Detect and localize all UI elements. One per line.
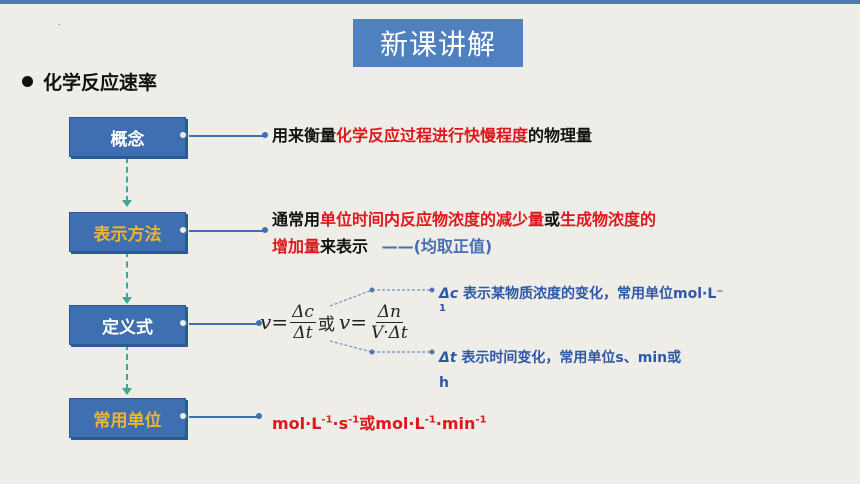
concept-text: 用来衡量化学反应过程进行快慢程度的物理量 bbox=[272, 124, 592, 148]
unit-2-exp-1: -1 bbox=[424, 414, 436, 426]
note-delta-c: Δc 表示某物质浓度的变化，常用单位mol·L⁻ bbox=[439, 283, 809, 305]
connector-dot-icon bbox=[262, 132, 268, 138]
note-dot-icon bbox=[369, 287, 375, 293]
connector-dot-icon bbox=[256, 413, 262, 419]
connector-ring-icon bbox=[179, 131, 187, 139]
unit-2-base: mol·L bbox=[375, 414, 425, 433]
connector-line bbox=[189, 135, 265, 137]
rate-formula: v = Δc Δt 或 v = Δn V·Δt bbox=[260, 295, 428, 349]
note-delta-t-cont: h bbox=[439, 375, 449, 391]
fraction-1-numerator: Δc bbox=[290, 301, 316, 323]
fraction-2-numerator: Δn bbox=[375, 301, 403, 323]
note-dot-icon bbox=[429, 349, 435, 355]
unit-2-exp-2: -1 bbox=[475, 414, 487, 426]
unit-1-exp-2: -1 bbox=[348, 414, 360, 426]
concept-label: 概念 bbox=[110, 129, 145, 150]
connector-ring-icon bbox=[179, 319, 187, 327]
connector-line bbox=[189, 323, 259, 325]
concept-text-a: 用来衡量 bbox=[272, 126, 337, 145]
connector-line bbox=[189, 230, 265, 232]
representation-box: 表示方法 bbox=[69, 212, 186, 252]
note-dot-icon bbox=[429, 287, 435, 293]
fraction-1-denominator: Δt bbox=[293, 322, 313, 343]
units-label: 常用单位 bbox=[93, 410, 162, 431]
fraction-1: Δc Δt bbox=[290, 302, 316, 343]
flow-connector bbox=[126, 344, 128, 390]
units-box: 常用单位 bbox=[69, 398, 186, 438]
rep-text-a: 通常用 bbox=[272, 210, 321, 229]
connector-ring-icon bbox=[179, 226, 187, 234]
arrow-down-icon bbox=[122, 388, 132, 395]
flow-connector bbox=[126, 157, 128, 202]
rep-text-emphasis-2: 生成物浓度的 bbox=[560, 210, 657, 229]
representation-line-2: 增加量来表示 ——(均取正值) bbox=[272, 235, 492, 259]
formula-or: 或 bbox=[317, 314, 335, 335]
note-connector-line bbox=[329, 289, 373, 307]
formula-v-2: v bbox=[338, 310, 351, 334]
formula-equals-2: = bbox=[350, 310, 367, 334]
fraction-2-denominator: V·Δt bbox=[370, 322, 408, 343]
rep-text-or: 或 bbox=[544, 210, 561, 229]
arrow-down-icon bbox=[122, 297, 132, 304]
note-delta-c-text: 表示某物质浓度的变化，常用单位mol·L⁻ bbox=[458, 286, 724, 302]
connector-ring-icon bbox=[179, 412, 187, 420]
rep-text-emphasis-3: 增加量 bbox=[272, 237, 321, 256]
representation-label: 表示方法 bbox=[93, 224, 162, 245]
bullet-icon bbox=[22, 76, 33, 87]
arrow-down-icon bbox=[122, 200, 132, 207]
fraction-2: Δn V·Δt bbox=[369, 302, 410, 343]
unit-2-time: ·min bbox=[435, 414, 476, 433]
formula-v: v bbox=[260, 310, 272, 334]
section-heading-text: 化学反应速率 bbox=[43, 72, 158, 94]
note-delta-c-cont: 1 bbox=[439, 303, 446, 314]
unit-1-base: mol·L bbox=[272, 414, 322, 433]
connector-line bbox=[189, 416, 259, 418]
note-delta-c-symbol: Δc bbox=[439, 286, 459, 302]
connector-dot-icon bbox=[262, 227, 268, 233]
flow-connector bbox=[126, 251, 128, 299]
note-delta-t-text: 表示时间变化，常用单位s、min或 bbox=[456, 350, 682, 366]
unit-1-time: ·s bbox=[332, 414, 349, 433]
section-heading: 化学反应速率 bbox=[22, 68, 157, 95]
formula-equals: = bbox=[271, 310, 289, 334]
concept-text-emphasis: 化学反应过程进行快慢程度 bbox=[336, 126, 529, 145]
note-delta-t-symbol: Δt bbox=[439, 350, 457, 366]
rep-text-b: 来表示 bbox=[320, 237, 369, 256]
note-delta-t: Δt 表示时间变化，常用单位s、min或 bbox=[439, 347, 769, 369]
decorative-dot: . bbox=[58, 18, 61, 27]
note-dot-icon bbox=[369, 349, 375, 355]
units-text: mol·L-1·s-1或mol·L-1·min-1 bbox=[272, 410, 487, 434]
note-connector-line bbox=[329, 340, 373, 353]
rep-text-emphasis-1: 单位时间内反应物浓度的减少量 bbox=[320, 210, 545, 229]
top-accent-bar bbox=[0, 0, 860, 4]
units-or: 或 bbox=[359, 414, 376, 433]
definition-label: 定义式 bbox=[102, 317, 153, 338]
representation-line-1: 通常用单位时间内反应物浓度的减少量或生成物浓度的 bbox=[272, 208, 656, 232]
connector-dot-icon bbox=[256, 320, 262, 326]
concept-text-c: 的物理量 bbox=[528, 126, 593, 145]
slide-title: 新课讲解 bbox=[353, 19, 523, 67]
definition-box: 定义式 bbox=[69, 305, 186, 345]
rep-text-note: ——(均取正值) bbox=[381, 237, 493, 256]
concept-box: 概念 bbox=[69, 117, 186, 157]
unit-1-exp-1: -1 bbox=[321, 414, 333, 426]
